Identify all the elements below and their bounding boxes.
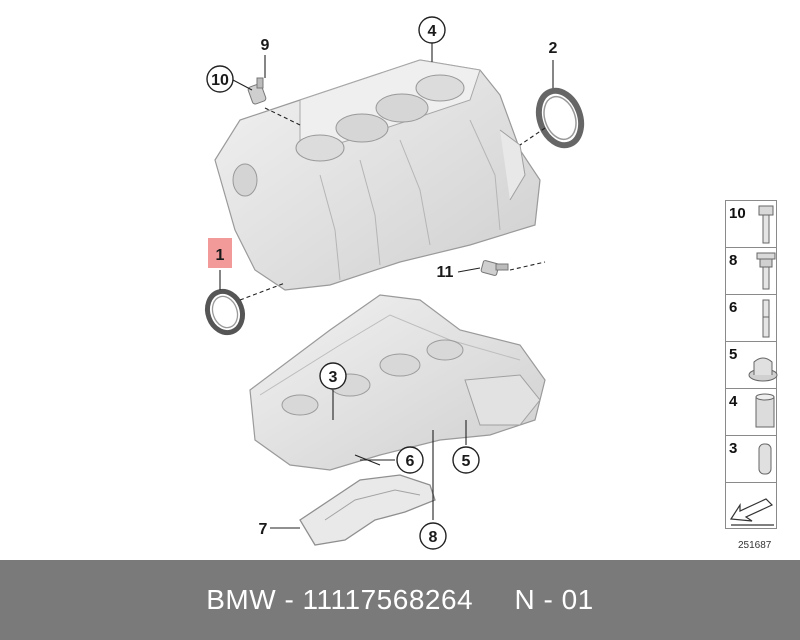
svg-text:2: 2	[549, 40, 558, 57]
svg-text:11: 11	[437, 264, 454, 281]
sensor-part-9	[247, 77, 267, 105]
callout-5: 5	[452, 446, 480, 474]
callout-9: 9	[261, 37, 270, 54]
callout-11: 11	[437, 264, 454, 281]
footer-text: BMW - 11117568264 N - 01	[206, 584, 594, 615]
svg-text:10: 10	[211, 72, 229, 89]
svg-text:5: 5	[462, 453, 471, 470]
hex-flange-bolt-icon	[758, 205, 774, 244]
callout-2: 2	[549, 40, 558, 57]
svg-text:9: 9	[261, 37, 270, 54]
shaft-seal-left	[204, 288, 246, 336]
legend-label: 3	[729, 440, 738, 457]
legend-label: 4	[729, 393, 738, 410]
shaft-seal-right	[535, 87, 585, 149]
direction-arrow-icon	[729, 498, 774, 526]
callout-8: 8	[419, 522, 447, 550]
svg-text:6: 6	[406, 453, 415, 470]
legend-item-5: 5	[725, 341, 778, 388]
legend-item-6: 6	[725, 294, 777, 341]
sealing-plug-icon	[748, 357, 778, 382]
svg-text:8: 8	[429, 529, 438, 546]
legend-item-8: 8	[725, 247, 777, 294]
parts-legend: 10 8 6 5 4 3	[725, 200, 778, 529]
sensor-part-11	[480, 260, 509, 276]
callout-7: 7	[259, 521, 268, 538]
legend-label: 6	[729, 299, 738, 316]
legend-item-4: 4	[725, 388, 777, 435]
callout-4: 4	[418, 16, 446, 44]
flange-bolt-icon	[756, 252, 776, 290]
engine-block	[214, 59, 541, 291]
dowel-sleeve-icon	[755, 393, 775, 428]
legend-label: 5	[729, 346, 738, 363]
legend-label: 10	[729, 205, 746, 222]
footer-bar: BMW - 11117568264 N - 01	[0, 560, 800, 640]
svg-text:3: 3	[329, 369, 338, 386]
dowel-pin-icon	[758, 443, 772, 475]
stud-bolt-icon	[762, 299, 770, 338]
svg-text:7: 7	[259, 521, 268, 538]
legend-label: 8	[729, 252, 738, 269]
callout-6: 6	[396, 446, 424, 474]
callout-3: 3	[319, 362, 347, 390]
callout-10: 10	[206, 65, 234, 93]
legend-item-10: 10	[725, 200, 777, 247]
reference-code: 251687	[738, 540, 772, 551]
svg-text:4: 4	[428, 23, 437, 40]
parts-diagram: 4 2 9 10 1 11 3 6 5 7 8 10	[204, 16, 778, 551]
gasket	[299, 474, 436, 546]
svg-text:1: 1	[216, 247, 225, 264]
legend-item-3: 3	[725, 435, 777, 482]
crankcase-lower	[249, 294, 546, 471]
diagram-canvas: 4 2 9 10 1 11 3 6 5 7 8	[204, 16, 585, 550]
leader-lines	[219, 43, 554, 529]
legend-item-arrow	[725, 482, 777, 529]
callout-1-highlighted: 1	[208, 238, 232, 268]
